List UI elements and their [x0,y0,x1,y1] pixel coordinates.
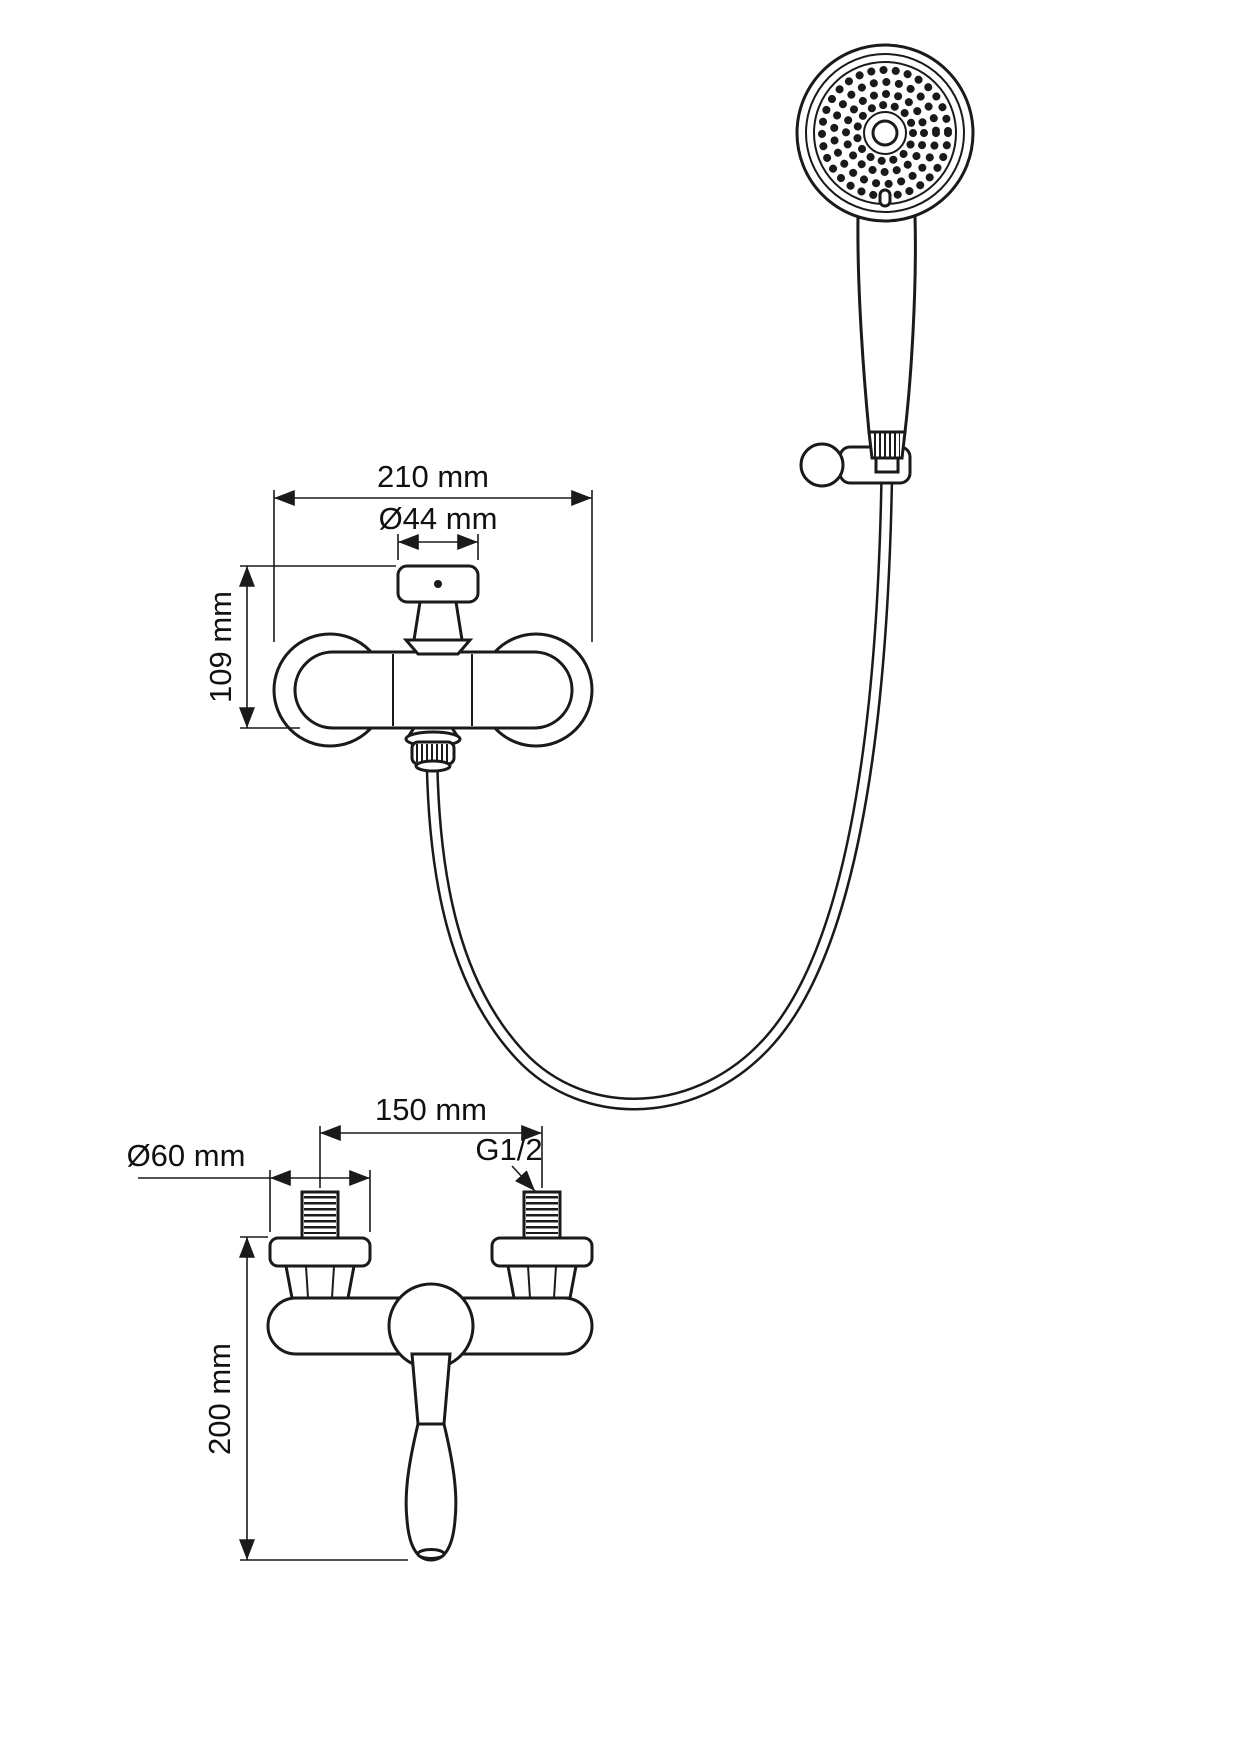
bracket-knob [799,442,845,488]
dimension-44: Ø44 mm [379,501,498,560]
head-center-ring [863,111,907,155]
shower-hose [425,461,894,1111]
hose-inner [428,461,891,1108]
dot-ring-2 [830,78,940,188]
dimension-150: 150 mm [319,1092,543,1188]
handle-body [856,214,917,434]
hex-nut [284,1264,356,1300]
hose-outer [425,461,894,1111]
wall-flange [268,1236,372,1268]
dimension-109: 109 mm [203,565,396,729]
hex-facet [331,1265,335,1299]
dimension-109-label: 109 mm [203,591,238,703]
cap-dot [434,580,442,588]
spout [404,726,462,773]
spout-opening [416,1548,446,1560]
hex-facet [553,1265,557,1299]
spout-bulb [404,1422,458,1562]
head-notch [878,188,892,208]
dimension-210: 210 mm [273,459,593,642]
aerator-outlet [414,759,452,773]
dimension-g12-label: G1/2 [475,1132,542,1167]
wall-flange [490,1236,594,1268]
connector-right [490,1190,594,1300]
side-spout [404,1352,458,1562]
shower-head [795,43,975,223]
connector-left [268,1190,372,1300]
hex-facet [305,1265,309,1299]
dimension-g12: G1/2 [475,1132,543,1192]
hex-nut [506,1264,578,1300]
shower-handle [856,214,917,474]
dot-ring-4 [853,101,917,165]
dimension-210-label: 210 mm [377,459,489,494]
handle-lever-base [402,638,474,656]
dimension-200-label: 200 mm [202,1343,237,1455]
dimension-200: 200 mm [202,1236,408,1561]
dimension-150-label: 150 mm [375,1092,487,1127]
dimension-60: Ø60 mm [127,1138,371,1232]
spout-neck [410,1352,452,1426]
dimension-60-label: Ø60 mm [127,1138,246,1173]
dimension-44-label: Ø44 mm [379,501,498,536]
mixer-body [293,650,574,730]
leader-line [511,1165,536,1192]
handle-lever-neck [412,600,464,642]
hex-facet [527,1265,531,1299]
mixer-side-view [266,1190,594,1562]
head-center-cap [871,119,899,147]
dot-ring-3 [842,90,928,176]
head-mid-ring [805,53,965,213]
hose-nut [874,456,900,474]
mixer-front-view [272,564,594,773]
